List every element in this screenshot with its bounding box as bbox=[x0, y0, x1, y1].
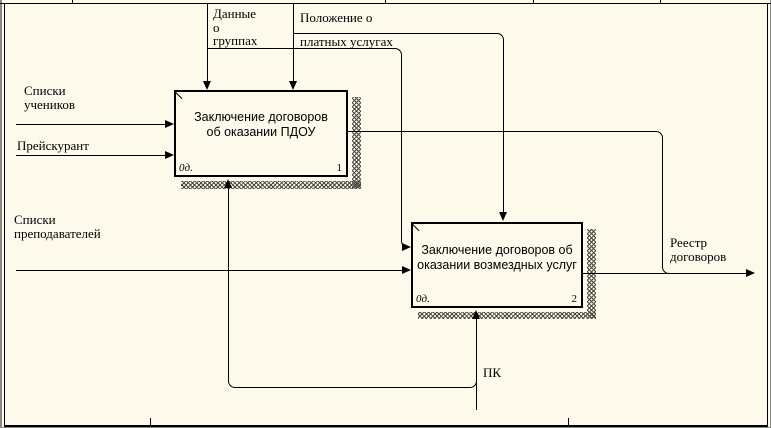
header-cell-divider bbox=[660, 0, 661, 4]
activity-1-shadow-bottom bbox=[181, 181, 361, 189]
mechanism-pc-label[interactable]: ПК bbox=[483, 365, 502, 380]
output-registry-label[interactable]: договоров bbox=[670, 249, 727, 264]
mechanism-pc-branch-arrowhead bbox=[224, 179, 232, 188]
input-teachers-label[interactable]: Списки bbox=[14, 212, 56, 227]
output-registry-line bbox=[583, 273, 746, 274]
control-group-data-label[interactable]: Данные bbox=[213, 6, 257, 21]
activity-1-node-ref: 0д. bbox=[179, 162, 193, 174]
control-group-data-corner bbox=[395, 48, 402, 55]
window-edge-left bbox=[0, 0, 2, 428]
activity-1-number: 1 bbox=[336, 162, 343, 174]
input-students-label[interactable]: Списки bbox=[24, 83, 66, 98]
header-cell-divider bbox=[72, 0, 73, 4]
control-group-data-arrowhead bbox=[402, 243, 411, 251]
header-cell-divider bbox=[533, 0, 534, 4]
output-registry-arrowhead bbox=[746, 269, 755, 277]
control-group-data-line bbox=[207, 4, 208, 82]
mechanism-pc-branch-corner bbox=[228, 381, 235, 388]
input-students-arrowhead bbox=[165, 120, 174, 128]
control-group-data-branch-line bbox=[207, 48, 396, 49]
header-cell-divider bbox=[385, 0, 386, 4]
control-regulation-label[interactable]: платных услугах bbox=[300, 34, 393, 49]
activity-1-output-line bbox=[662, 137, 663, 267]
activity-2-number: 2 bbox=[571, 293, 578, 305]
control-regulation-label[interactable]: Положение о bbox=[300, 10, 373, 25]
input-teachers-line bbox=[16, 270, 402, 271]
input-teachers-arrowhead bbox=[402, 266, 411, 274]
mechanism-pc-line bbox=[476, 319, 477, 410]
control-regulation-branch-line bbox=[293, 33, 497, 34]
input-pricelist-line bbox=[16, 155, 165, 156]
control-group-data-label[interactable]: группах bbox=[213, 33, 258, 48]
mechanism-pc-branch-line bbox=[228, 188, 229, 381]
control-group-data-branch-line bbox=[401, 54, 402, 241]
control-group-data-arrowhead bbox=[203, 81, 211, 90]
mechanism-pc-branch-line bbox=[234, 387, 470, 388]
activity-2-title: Заключение договоров об bbox=[421, 243, 573, 257]
footer-top-line bbox=[4, 425, 768, 427]
input-students-line bbox=[16, 124, 165, 125]
input-students-label[interactable]: учеников bbox=[24, 97, 76, 112]
input-pricelist-label[interactable]: Прейскурант bbox=[17, 138, 89, 153]
activity-2-shadow-bottom bbox=[418, 312, 596, 319]
activity-2-title: оказании возмездных услуг bbox=[417, 258, 577, 272]
activity-1-output-line bbox=[348, 131, 656, 132]
diagram-border-left bbox=[4, 3, 5, 426]
footer-cell-divider bbox=[568, 418, 569, 425]
mechanism-pc-arrowhead bbox=[472, 310, 480, 319]
control-regulation-corner bbox=[497, 33, 504, 40]
control-regulation-arrowhead bbox=[499, 212, 507, 221]
control-regulation-arrowhead bbox=[289, 81, 297, 90]
control-regulation-line bbox=[293, 4, 294, 82]
input-teachers-label[interactable]: преподавателей bbox=[14, 226, 101, 241]
activity-box-1[interactable]: Заключение договоров об оказании ПДОУ 0д… bbox=[174, 90, 348, 177]
control-regulation-branch-line bbox=[503, 39, 504, 212]
activity-box-2[interactable]: Заключение договоров об оказании возмезд… bbox=[411, 222, 583, 308]
output-registry-label[interactable]: Реестр bbox=[670, 235, 708, 250]
activity-1-output-corner bbox=[656, 131, 663, 138]
activity-1-title: Заключение договоров bbox=[194, 109, 328, 124]
activity-2-node-ref: 0д. bbox=[416, 293, 430, 305]
control-group-data-label[interactable]: о bbox=[213, 20, 220, 35]
activity-1-shadow-right bbox=[352, 97, 361, 188]
diagram-border-right bbox=[767, 3, 768, 426]
activity-1-title: об оказании ПДОУ bbox=[206, 124, 316, 139]
activity-2-shadow-right bbox=[587, 229, 596, 319]
footer-cell-divider bbox=[150, 418, 151, 425]
input-pricelist-arrowhead bbox=[165, 151, 174, 159]
